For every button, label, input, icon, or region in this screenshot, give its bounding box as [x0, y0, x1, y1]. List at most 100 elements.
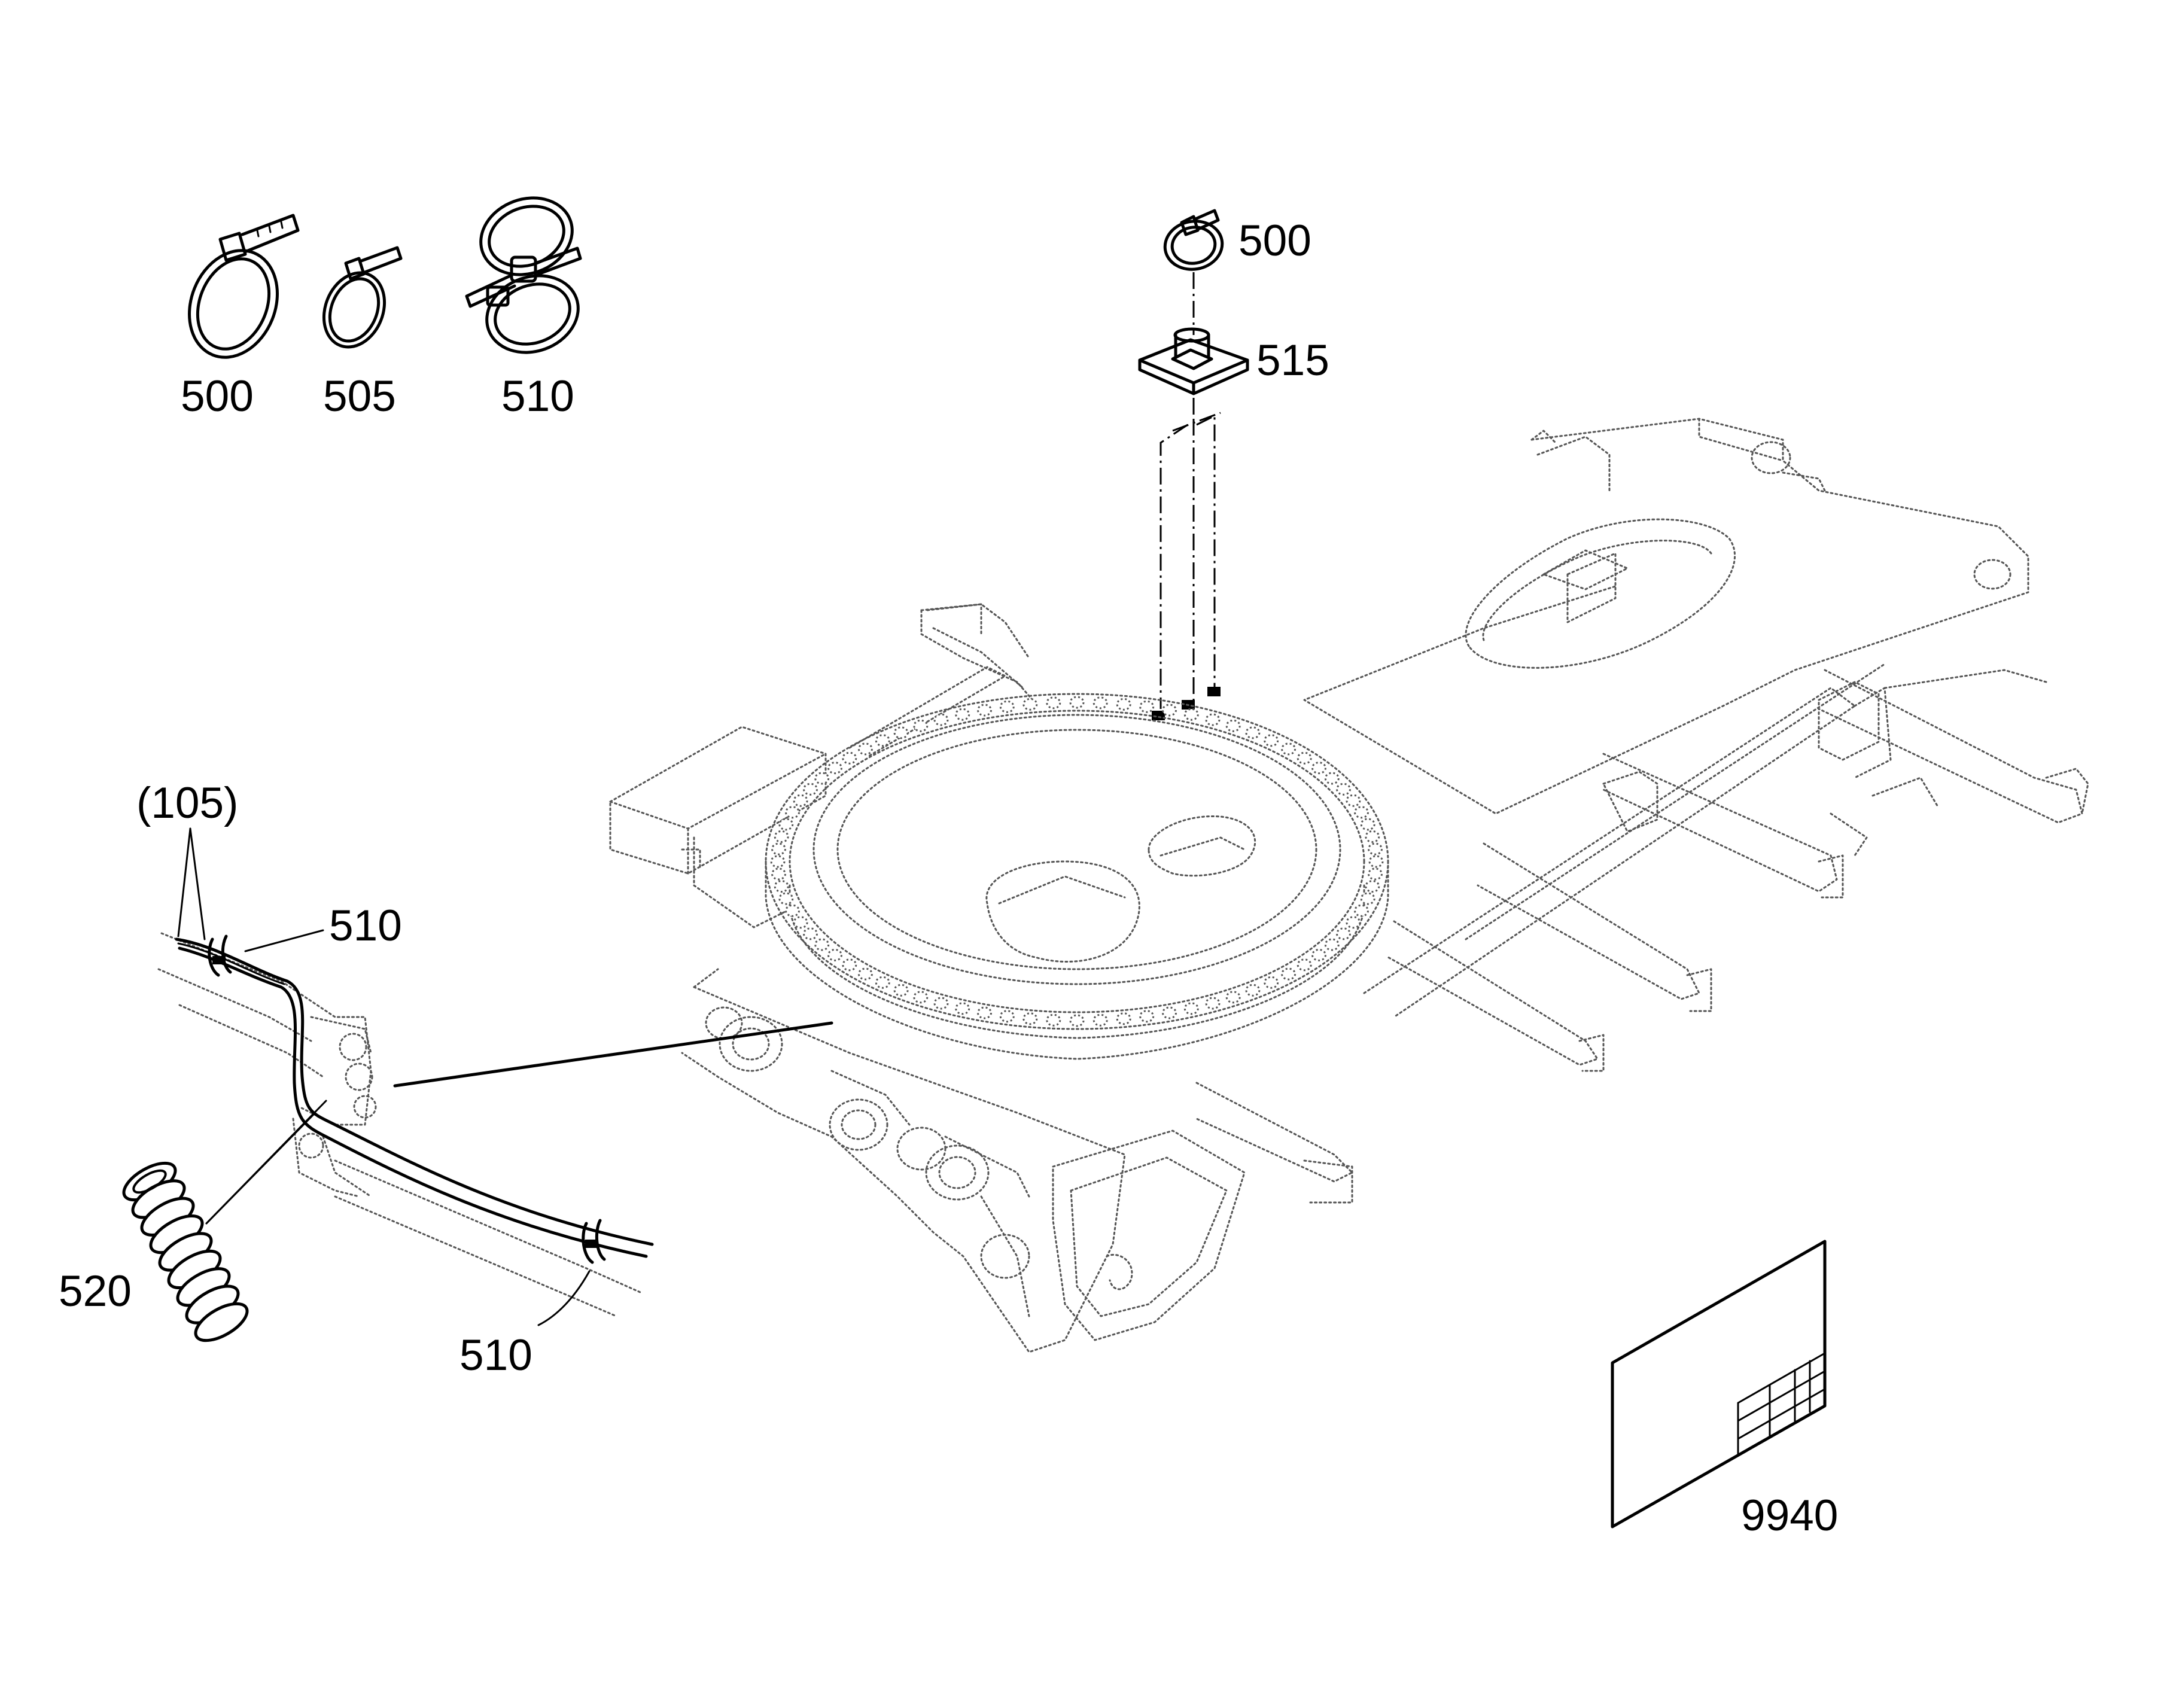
ring-bolt [1116, 1012, 1131, 1025]
ring-bolt [1324, 772, 1340, 785]
cable-tie-large-part[interactable] [174, 214, 300, 371]
ring-bolt [793, 794, 808, 807]
double-cable-tie-part[interactable] [465, 185, 589, 365]
ring-bolt [774, 830, 789, 843]
ring-bolt [857, 742, 873, 756]
ring-bolt [1162, 1006, 1177, 1019]
ring-bolt [1336, 783, 1351, 796]
ring-bolt [1354, 904, 1369, 917]
callout-520-spiral-wrap: 520 [59, 1267, 132, 1316]
drawing-sheet-icon[interactable] [1611, 1240, 1827, 1529]
ring-bolt [893, 984, 909, 997]
ring-bolt [1297, 751, 1312, 765]
ring-bolt [803, 783, 818, 796]
ring-bolt [1046, 1013, 1061, 1027]
ring-bolt [977, 704, 992, 717]
ring-bolt [1346, 916, 1361, 929]
ring-bolt [785, 806, 800, 819]
ring-bolt [1183, 1002, 1199, 1015]
ring-bolt [771, 842, 786, 855]
ring-bolt [814, 938, 830, 951]
callout-510-upper: 510 [329, 902, 402, 950]
ring-bolt [1297, 958, 1312, 972]
ring-bolt [933, 713, 949, 726]
ring-bolt [977, 1006, 992, 1019]
ring-bolt [1245, 984, 1261, 997]
callout-505-small-tie: 505 [323, 372, 396, 421]
cable-bundle-leader [177, 827, 206, 940]
ring-bolt [1311, 948, 1326, 961]
ring-bolt [1365, 880, 1380, 893]
detail-location-leader [393, 1021, 833, 1088]
callout-510-lower: 510 [459, 1331, 532, 1380]
ring-bolt [1264, 734, 1279, 747]
ring-bolt [1116, 698, 1131, 711]
ring-bolt [1225, 719, 1241, 732]
ring-bolt [842, 958, 857, 972]
ring-bolt [793, 916, 808, 929]
callout-515-mount: 515 [1256, 336, 1329, 385]
callout-9940-drawing: 9940 [1741, 1491, 1838, 1540]
ring-bolt [778, 818, 794, 831]
ring-bolt [1264, 976, 1279, 989]
ring-bolt [913, 719, 929, 732]
ring-bolt [1069, 696, 1085, 709]
ring-bolt [770, 855, 786, 868]
ring-bolt [955, 708, 970, 721]
ring-bolt [955, 1002, 970, 1015]
ring-bolt [999, 1010, 1015, 1023]
spiral-wrap-part[interactable] [118, 1156, 252, 1348]
ring-bolt [778, 892, 794, 905]
spiral-opening [132, 1169, 167, 1194]
ring-bolt [1346, 794, 1361, 807]
ring-bolt [1183, 708, 1199, 721]
ring-bolt [1205, 713, 1221, 726]
ring-bolt [1139, 700, 1155, 713]
callout-500-tie-on-mount: 500 [1238, 217, 1311, 265]
ring-bolt [1368, 842, 1383, 855]
ring-bolt [1069, 1014, 1085, 1027]
spiral-coil [194, 1302, 249, 1342]
ring-bolt [1360, 818, 1375, 831]
slewing-ring-bolts [770, 696, 1384, 1027]
ring-bolt [1354, 806, 1369, 819]
ring-bolt [875, 734, 890, 747]
ring-bolt [1022, 698, 1038, 711]
ring-bolt [842, 751, 857, 765]
undercarriage-frame [609, 418, 2089, 1353]
ring-bolt [1022, 1012, 1038, 1025]
ring-bolt [785, 904, 800, 917]
ring-bolt [999, 700, 1015, 713]
ring-bolt [857, 967, 873, 981]
ring-bolt [774, 880, 789, 893]
ring-bolt [1336, 927, 1351, 940]
ring-bolt [1205, 997, 1221, 1010]
ring-bolt [933, 997, 949, 1010]
ring-bolt [771, 867, 786, 881]
tie-mount-base-part[interactable] [1138, 327, 1249, 395]
ring-bolt [1245, 726, 1261, 739]
ring-bolt [875, 976, 890, 989]
harness-detail [157, 932, 641, 1317]
ring-bolt [1162, 704, 1177, 717]
ring-bolt [1281, 742, 1297, 756]
cable-tie-on-harness-upper[interactable] [208, 934, 232, 977]
cable-tie-on-mount-part[interactable] [1161, 209, 1226, 274]
callout-105-cable-bundle: (105) [136, 779, 238, 827]
ring-bolt [827, 948, 842, 961]
ring-bolt [1368, 867, 1383, 881]
ring-bolt [1360, 892, 1375, 905]
callout-510-double-tie: 510 [501, 372, 574, 421]
cable-tie-small-part[interactable] [314, 246, 403, 356]
cable-bundle[interactable] [175, 937, 654, 1258]
cable-tie-on-harness-lower[interactable] [582, 1219, 606, 1264]
leader-510-upper [244, 929, 324, 952]
ring-bolt [1139, 1010, 1155, 1023]
ring-bolt [1225, 991, 1241, 1004]
leader-510-lower [537, 1270, 591, 1326]
ring-bolt [803, 927, 818, 940]
slewing-ring [765, 693, 1389, 1060]
ring-bolt [1368, 855, 1384, 868]
ring-bolt [1046, 696, 1061, 710]
mount-assembly-lines [1152, 398, 1221, 720]
